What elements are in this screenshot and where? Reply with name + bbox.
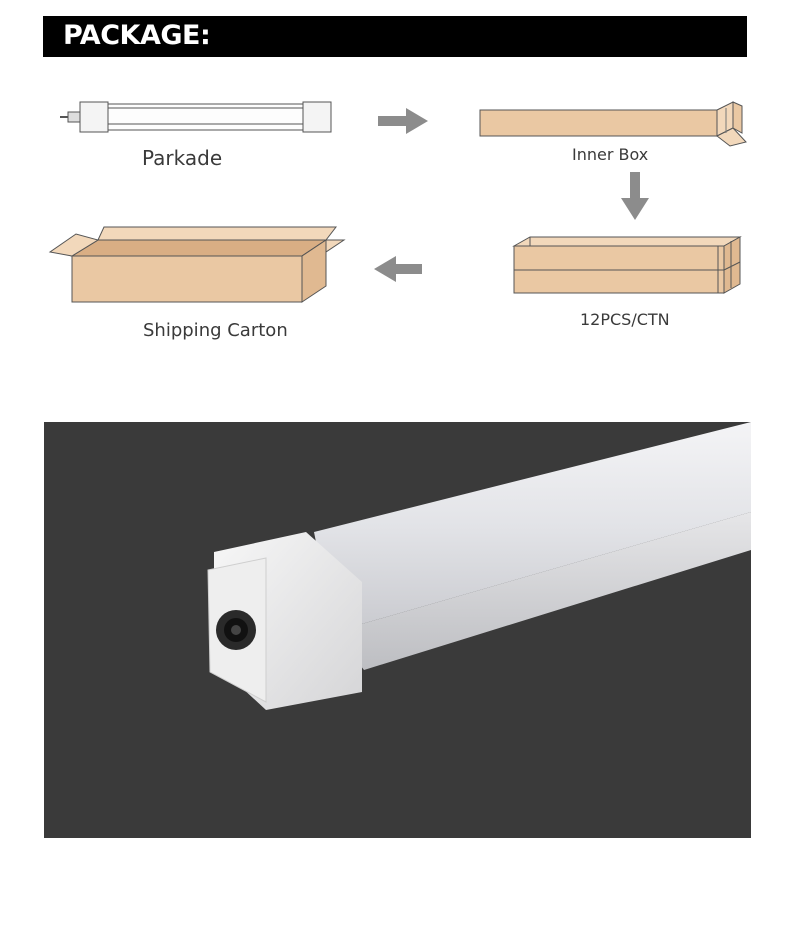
connector-icon — [216, 610, 256, 650]
inner-box-label: Inner Box — [572, 145, 649, 164]
light-fixture-illustration — [60, 101, 332, 133]
product-photo — [44, 422, 751, 838]
inner-box-illustration — [479, 101, 747, 147]
arrow-left-icon — [374, 256, 422, 282]
packaging-diagram-svg — [48, 101, 747, 303]
packaging-diagram: Parkade Inner Box 12PCS/CTN Shipping Car… — [0, 0, 790, 400]
package-header: PACKAGE: — [43, 16, 747, 57]
parkade-label: Parkade — [142, 146, 223, 170]
carton-stack-label: 12PCS/CTN — [580, 310, 670, 329]
shipping-carton-label: Shipping Carton — [143, 320, 288, 341]
carton-stack-illustration — [512, 236, 742, 294]
led-tube-light-image — [207, 422, 751, 710]
arrow-right-icon — [378, 108, 428, 134]
shipping-carton-illustration — [48, 226, 346, 303]
header-title: PACKAGE: — [63, 20, 211, 51]
arrow-down-icon — [621, 172, 649, 220]
